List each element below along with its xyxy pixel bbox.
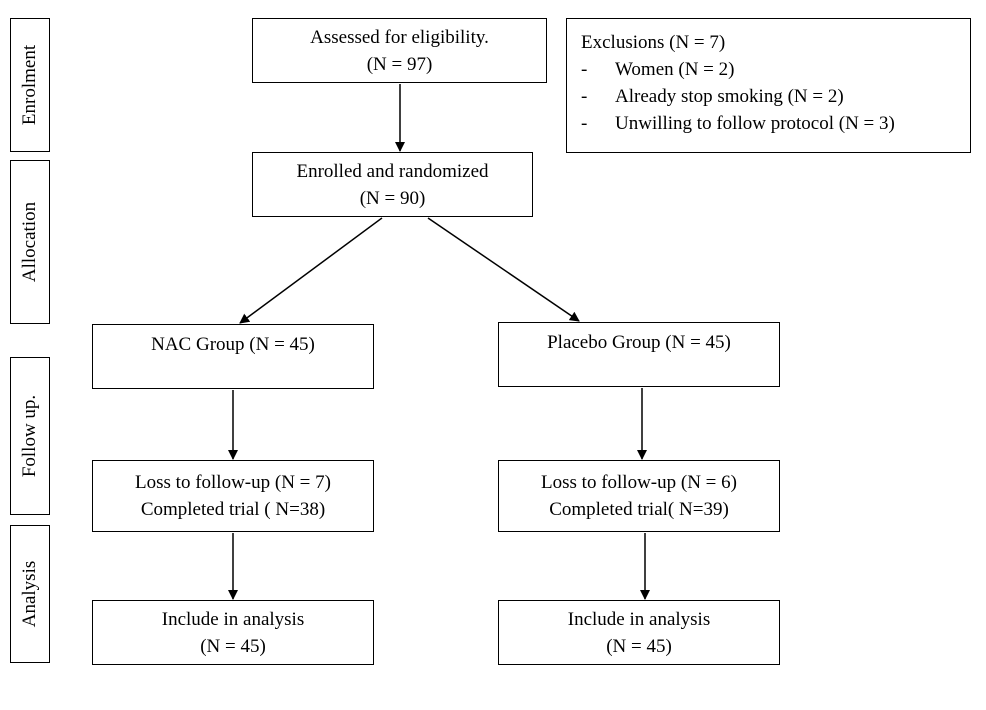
phase-analysis: Analysis <box>10 525 50 663</box>
exclusion-bullet: - <box>581 59 588 80</box>
phase-allocation: Allocation <box>10 160 50 324</box>
exclusions-box: Exclusions (N = 7) - Women (N = 2) - Alr… <box>566 18 971 153</box>
nac-analysis-title: Include in analysis <box>161 608 305 630</box>
enrolled-title: Enrolled and randomized <box>296 160 489 182</box>
enrolled-box: Enrolled and randomized (N = 90) <box>252 152 533 217</box>
placebo-group-box: Placebo Group (N = 45) <box>498 322 780 387</box>
placebo-group-label: Placebo Group (N = 45) <box>547 332 731 353</box>
nac-completed-trial: Completed trial ( N=38) <box>140 499 326 520</box>
nac-group-label: NAC Group (N = 45) <box>151 334 315 355</box>
nac-analysis-box: Include in analysis (N = 45) <box>92 600 374 665</box>
assessed-title: Assessed for eligibility. <box>310 26 489 48</box>
exclusion-item: - Already stop smoking (N = 2) <box>581 83 970 110</box>
nac-loss-to-follow-up: Loss to follow-up (N = 7) <box>135 472 331 493</box>
assessed-count: (N = 97) <box>366 53 433 75</box>
exclusion-bullet: - <box>581 113 588 134</box>
nac-analysis-count: (N = 45) <box>200 635 266 657</box>
placebo-completed-trial: Completed trial( N=39) <box>549 499 729 520</box>
placebo-loss-to-follow-up: Loss to follow-up (N = 6) <box>541 472 737 493</box>
placebo-followup-box: Loss to follow-up (N = 6) Completed tria… <box>498 460 780 532</box>
phase-follow-up: Follow up. <box>10 357 50 515</box>
exclusion-item: - Women (N = 2) <box>581 56 970 83</box>
exclusion-item-label: Women (N = 2) <box>615 59 735 80</box>
exclusion-item-label: Already stop smoking (N = 2) <box>615 86 844 107</box>
arrow-enrolled-to-placebo <box>427 217 580 322</box>
exclusion-item-label: Unwilling to follow protocol (N = 3) <box>615 113 895 134</box>
placebo-analysis-count: (N = 45) <box>606 635 672 657</box>
phase-enrolment: Enrolment <box>10 18 50 152</box>
assessed-box: Assessed for eligibility. (N = 97) <box>252 18 547 83</box>
exclusion-bullet: - <box>581 86 588 107</box>
placebo-analysis-title: Include in analysis <box>567 608 711 630</box>
enrolled-count: (N = 90) <box>359 187 426 209</box>
placebo-analysis-box: Include in analysis (N = 45) <box>498 600 780 665</box>
arrow-enrolled-to-nac <box>239 217 383 324</box>
nac-group-box: NAC Group (N = 45) <box>92 324 374 389</box>
exclusions-title: Exclusions (N = 7) <box>581 32 726 53</box>
exclusion-item: - Unwilling to follow protocol (N = 3) <box>581 110 970 137</box>
nac-followup-box: Loss to follow-up (N = 7) Completed tria… <box>92 460 374 532</box>
